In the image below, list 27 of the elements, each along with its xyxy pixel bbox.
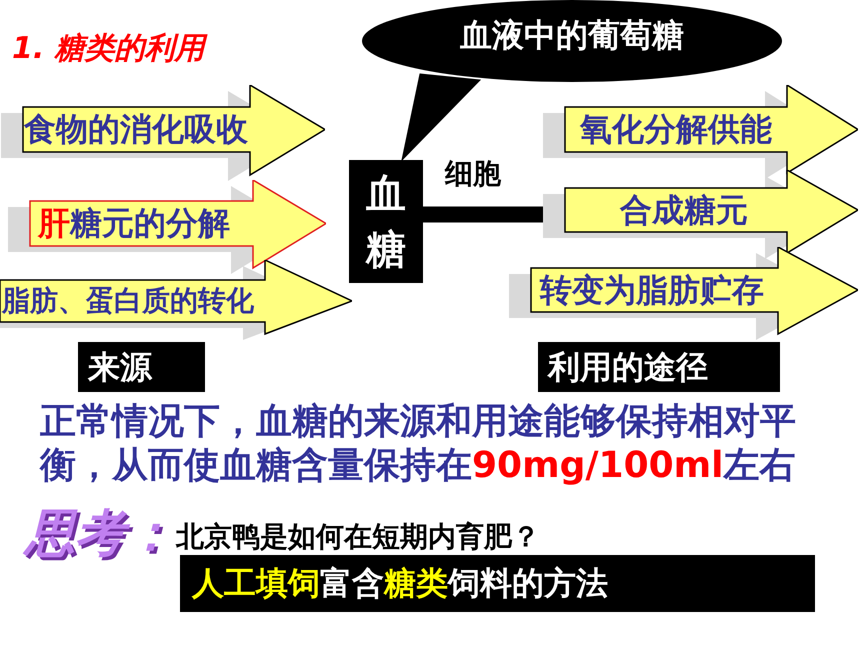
node-text: 肝糖元的分解 [38, 203, 230, 244]
node-text: 转变为脂肪贮存 [540, 270, 764, 311]
callout-pointer [401, 73, 482, 162]
arrow-shape [1, 85, 325, 181]
arrow-shape [0, 260, 352, 340]
question-text: 北京鸭是如何在短期内育肥？ [176, 519, 540, 555]
arrow-shape [509, 247, 858, 340]
heading-text: 思考： [25, 500, 175, 567]
label-box [78, 342, 205, 392]
node-text: 来源 [88, 347, 152, 388]
title: 1. 糖类的利用 [12, 28, 205, 69]
label-box [538, 342, 780, 392]
node-text: 利用的途径 [548, 347, 708, 388]
node-text: 食物的消化吸收 [24, 109, 248, 150]
node-text: 人工填饲富含糖类饲料的方法 [192, 563, 608, 604]
arrow-shape [8, 180, 326, 274]
answer-box [180, 555, 815, 612]
note-text: 正常情况下，血糖的来源和用途能够保持相对平衡，从而使血糖含量保持在90mg/100ml左右 [40, 400, 797, 488]
label-box [349, 160, 423, 283]
node-text: 血糖 [366, 170, 406, 274]
node-text: 脂肪、蛋白质的转化 [2, 283, 254, 319]
node-text: 合成糖元 [620, 190, 748, 231]
arrow-shape [543, 170, 858, 259]
node-text: 血液中的葡萄糖 [459, 15, 685, 56]
arrow-shape [543, 85, 858, 179]
node-text: 氧化分解供能 [580, 109, 772, 150]
connector-line [423, 206, 543, 222]
